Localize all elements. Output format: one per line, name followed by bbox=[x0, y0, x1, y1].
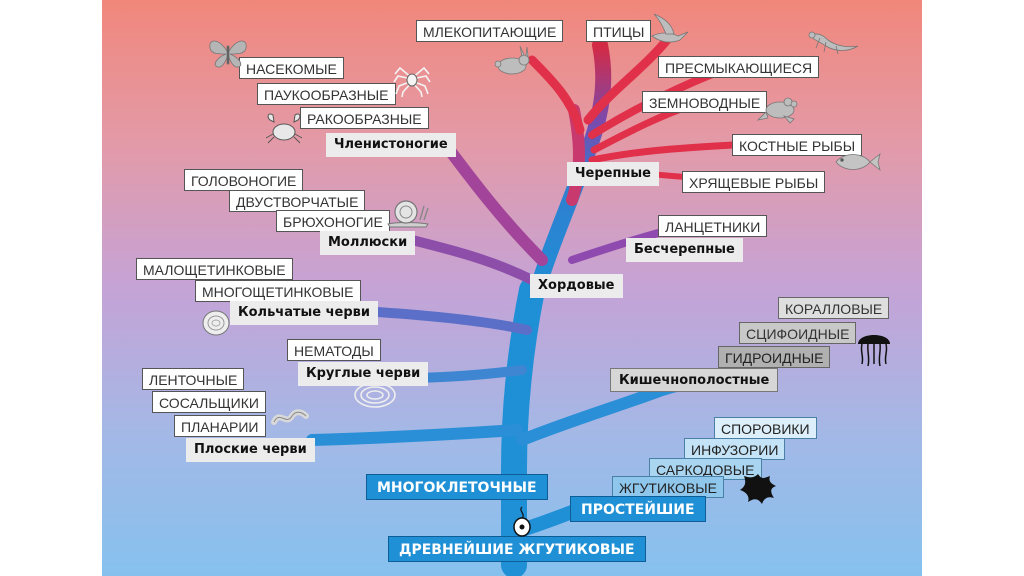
snail-icon bbox=[387, 200, 429, 228]
label-polychaetes: МНОГОЩЕТИНКОВЫЕ bbox=[195, 280, 361, 302]
flagellate-icon bbox=[513, 506, 531, 537]
frog-icon bbox=[756, 97, 798, 124]
bird-icon bbox=[651, 13, 689, 43]
label-bivalves: ДВУСТВОРЧАТЫЕ bbox=[229, 190, 366, 212]
jellyfish-icon bbox=[858, 335, 890, 367]
group-roundworms: Круглые черви bbox=[298, 362, 429, 386]
butterfly-icon bbox=[209, 40, 247, 68]
amoeba-icon bbox=[740, 474, 776, 504]
group-craniata: Черепные bbox=[567, 162, 659, 186]
ammonite-icon bbox=[202, 310, 230, 336]
phylogenetic-tree-diagram: МЛЕКОПИТАЮЩИЕ ПТИЦЫ ПРЕСМЫКАЮЩИЕСЯ ЗЕМНО… bbox=[102, 0, 922, 576]
rabbit-icon bbox=[494, 46, 530, 75]
crab-icon bbox=[265, 113, 303, 144]
group-arthropods: Членистоногие bbox=[326, 133, 456, 157]
label-lancelets: ЛАНЦЕТНИКИ bbox=[658, 215, 768, 237]
group-molluscs: Моллюски bbox=[320, 231, 416, 255]
label-cephalopods: ГОЛОВОНОГИЕ bbox=[184, 169, 304, 191]
group-flatworms: Плоские черви bbox=[186, 438, 315, 462]
fish-icon bbox=[835, 152, 881, 172]
group-chordates: Хордовые bbox=[530, 274, 623, 298]
trunk-upper bbox=[526, 37, 612, 308]
label-bony-fish: КОСТНЫЕ РЫБЫ bbox=[732, 134, 863, 156]
group-acrania: Бесчерепные bbox=[626, 238, 743, 262]
trunk bbox=[501, 277, 545, 576]
label-multicellular: МНОГОКЛЕТОЧНЫЕ bbox=[366, 474, 548, 500]
label-ancient-flagellates: ДРЕВНЕЙШИЕ ЖГУТИКОВЫЕ bbox=[388, 536, 646, 562]
spider-icon bbox=[393, 66, 431, 98]
label-oligochaetes: МАЛОЩЕТИНКОВЫЕ bbox=[136, 258, 293, 280]
label-insects: НАСЕКОМЫЕ bbox=[239, 57, 344, 79]
label-corals: КОРАЛЛОВЫЕ bbox=[778, 297, 890, 319]
group-protozoa: ПРОСТЕЙШИЕ bbox=[570, 496, 706, 522]
group-coelenterates: Кишечнополостные bbox=[610, 368, 779, 392]
label-scyphozoa: СЦИФОИДНЫЕ bbox=[739, 322, 857, 344]
worm-icon bbox=[271, 409, 309, 425]
label-tapeworms: ЛЕНТОЧНЫЕ bbox=[142, 368, 245, 390]
nematode-icon bbox=[354, 382, 396, 408]
label-cartilaginous-fish: ХРЯЩЕВЫЕ РЫБЫ bbox=[682, 171, 826, 193]
label-sporozoa: СПОРОВИКИ bbox=[714, 417, 817, 439]
group-annelids: Кольчатые черви bbox=[230, 301, 379, 325]
lizard-icon bbox=[808, 31, 859, 55]
label-mammals: МЛЕКОПИТАЮЩИЕ bbox=[416, 20, 564, 42]
label-flukes: СОСАЛЬЩИКИ bbox=[152, 391, 266, 413]
label-arachnids: ПАУКООБРАЗНЫЕ bbox=[257, 83, 396, 105]
label-amphibians: ЗЕМНОВОДНЫЕ bbox=[642, 91, 768, 113]
label-planarians: ПЛАНАРИИ bbox=[174, 415, 266, 437]
label-birds: ПТИЦЫ bbox=[586, 20, 652, 42]
label-hydrozoa: ГИДРОИДНЫЕ bbox=[718, 346, 831, 368]
label-crustaceans: РАКООБРАЗНЫЕ bbox=[300, 107, 429, 129]
label-gastropods: БРЮХОНОГИЕ bbox=[276, 210, 390, 232]
label-flagellates: ЖГУТИКОВЫЕ bbox=[612, 476, 724, 498]
label-reptiles: ПРЕСМЫКАЮЩИЕСЯ bbox=[658, 56, 820, 78]
label-ciliates: ИНФУЗОРИИ bbox=[684, 438, 786, 460]
label-nematodes: НЕМАТОДЫ bbox=[287, 339, 381, 361]
